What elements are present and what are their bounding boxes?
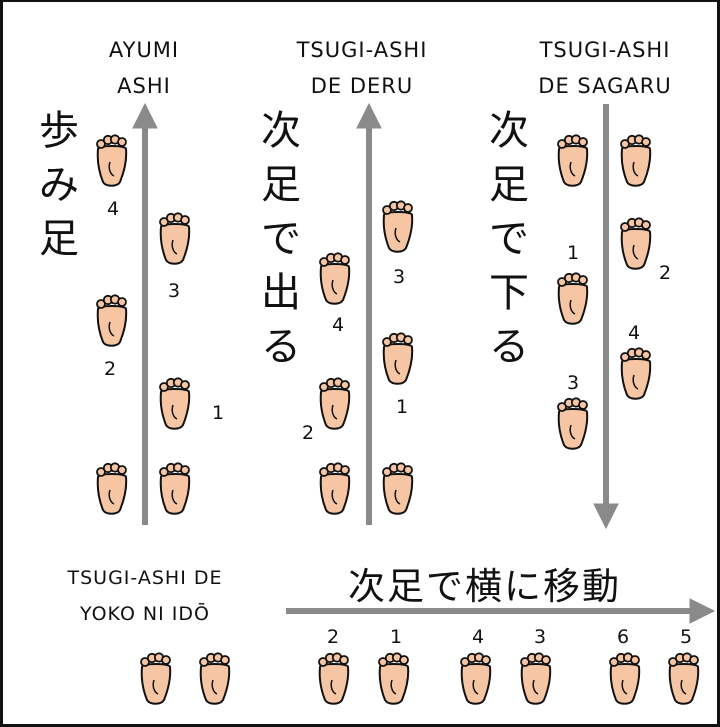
- footprint-icon: [315, 375, 355, 431]
- kanji-char: 下: [489, 270, 529, 316]
- yoko-label: TSUGI-ASHI DE YOKO NI IDŌ: [30, 560, 260, 632]
- kanji-char: 次: [489, 108, 529, 154]
- kanji-char: る: [489, 324, 529, 370]
- ayumi-arrowhead-icon: [132, 102, 158, 129]
- footprint-icon: [155, 375, 195, 431]
- footprint-icon: [664, 650, 704, 706]
- footprint-icon: [315, 250, 355, 306]
- kanji-char: 足: [489, 162, 529, 208]
- footprint-icon: [155, 460, 195, 516]
- footprint-icon: [195, 650, 235, 706]
- yoko-step-number: 1: [390, 626, 403, 648]
- ayumi-step-number: 2: [104, 358, 117, 380]
- sagaru-header: TSUGI-ASHI DE SAGARU: [498, 32, 712, 104]
- deru-header-line1: TSUGI-ASHI: [296, 38, 428, 62]
- yoko-arrowhead-icon: [689, 598, 716, 624]
- deru-header: TSUGI-ASHI DE DERU: [262, 32, 462, 104]
- footprint-icon: [616, 345, 656, 401]
- footprint-icon: [315, 460, 355, 516]
- yoko-label-line1: TSUGI-ASHI DE: [67, 567, 223, 589]
- kanji-char: で: [261, 216, 301, 262]
- deru-step-number: 3: [393, 266, 406, 288]
- ayumi-header-line2: ASHI: [117, 74, 171, 98]
- sagaru-kanji: 次 足 で 下 る: [486, 104, 532, 374]
- ayumi-step-number: 3: [168, 280, 181, 302]
- kanji-char: 足: [39, 216, 79, 262]
- sagaru-header-line2: DE SAGARU: [538, 74, 672, 98]
- ayumi-header-line1: AYUMI: [108, 38, 180, 62]
- sagaru-step-number: 2: [659, 262, 672, 284]
- kanji-char: 次: [261, 108, 301, 154]
- footprint-icon: [553, 395, 593, 451]
- footprint-icon: [374, 650, 414, 706]
- sagaru-step-number: 4: [628, 322, 641, 344]
- footprint-icon: [616, 132, 656, 188]
- kanji-char: み: [39, 162, 79, 208]
- footprint-icon: [155, 210, 195, 266]
- footprint-icon: [456, 650, 496, 706]
- ayumi-header: AYUMI ASHI: [82, 32, 206, 104]
- kanji-char: 出: [261, 270, 301, 316]
- yoko-step-number: 3: [534, 626, 547, 648]
- footprint-icon: [92, 292, 132, 348]
- sagaru-arrowhead-icon: [593, 503, 619, 530]
- sagaru-header-line1: TSUGI-ASHI: [539, 38, 671, 62]
- deru-kanji: 次 足 で 出 る: [258, 104, 304, 374]
- kanji-char: で: [489, 216, 529, 262]
- footprint-icon: [616, 215, 656, 271]
- footprint-icon: [92, 460, 132, 516]
- sagaru-step-number: 1: [567, 242, 580, 264]
- yoko-step-number: 6: [617, 626, 630, 648]
- footprint-icon: [605, 650, 645, 706]
- yoko-step-number: 4: [472, 626, 485, 648]
- deru-step-number: 2: [302, 422, 315, 444]
- footprint-icon: [378, 460, 418, 516]
- ayumi-step-number: 1: [212, 402, 225, 424]
- ayumi-step-number: 4: [107, 198, 120, 220]
- deru-arrowhead-icon: [356, 102, 382, 129]
- footprint-icon: [516, 650, 556, 706]
- footprint-icon: [314, 650, 354, 706]
- footprint-icon: [378, 198, 418, 254]
- yoko-step-number: 2: [327, 626, 340, 648]
- kanji-char: 歩: [39, 108, 79, 154]
- footprint-icon: [136, 650, 176, 706]
- kanji-char: 足: [261, 162, 301, 208]
- footprint-icon: [553, 270, 593, 326]
- footprint-icon: [92, 132, 132, 188]
- yoko-step-number: 5: [680, 626, 693, 648]
- yoko-kanji: 次足で横に移動: [348, 565, 621, 608]
- sagaru-step-number: 3: [567, 372, 580, 394]
- deru-step-number: 1: [396, 396, 409, 418]
- deru-step-number: 4: [332, 314, 345, 336]
- footprint-icon: [378, 330, 418, 386]
- deru-header-line2: DE DERU: [310, 74, 414, 98]
- footprint-icon: [553, 132, 593, 188]
- yoko-label-line2: YOKO NI IDŌ: [80, 603, 210, 625]
- ayumi-kanji: 歩 み 足: [36, 104, 82, 266]
- kanji-char: る: [261, 324, 301, 370]
